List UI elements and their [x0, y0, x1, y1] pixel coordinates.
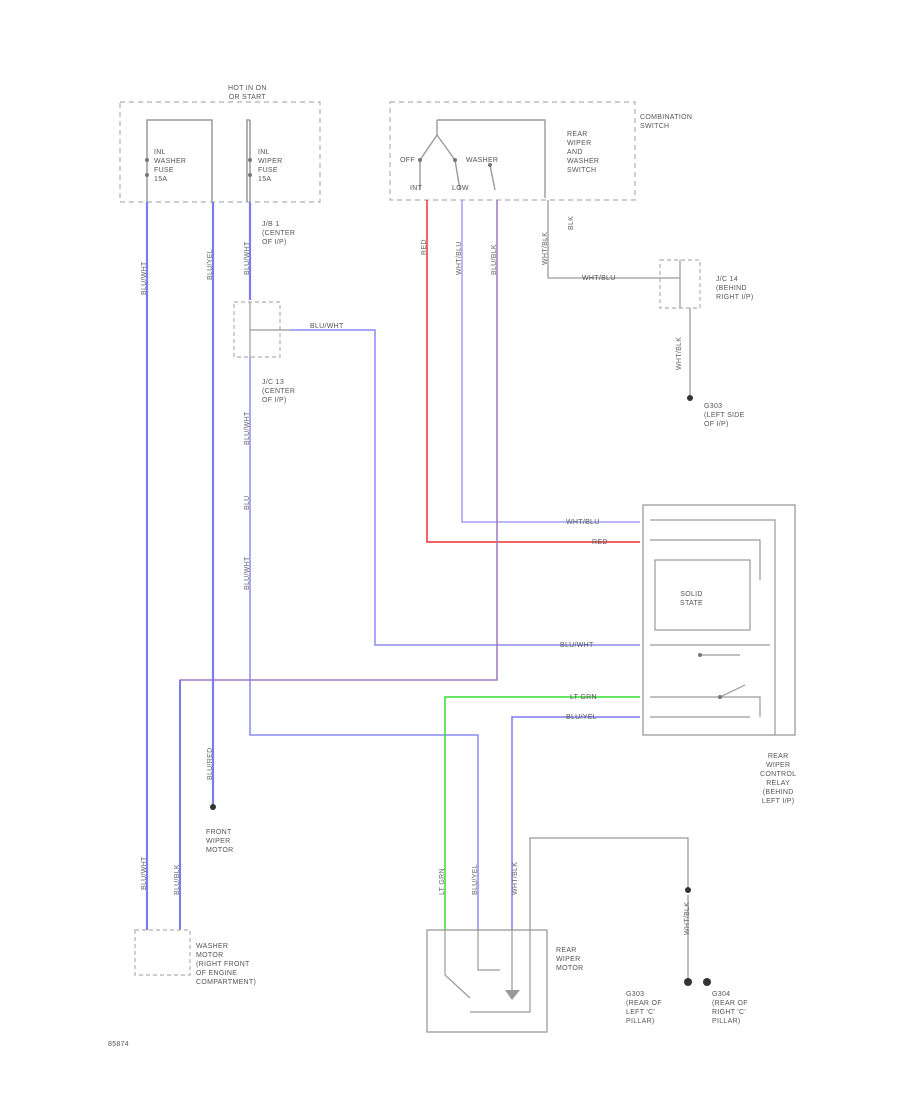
- wire-jc13-down: [249, 357, 479, 930]
- wire-label-blu-yel: BLU/YEL: [207, 249, 214, 280]
- wire-label-blu-blk: BLU/BLK: [491, 244, 498, 275]
- wire-wht-blk: [547, 200, 660, 279]
- wire-label-lt-grn: LT GRN: [439, 868, 446, 895]
- rear-wiper-relay-label: REAR WIPER CONTROL RELAY (BEHIND LEFT I/…: [760, 753, 797, 805]
- jc14-label: J/C 14 (BEHIND RIGHT I/P): [716, 276, 754, 301]
- ground-point-g303: [687, 395, 693, 401]
- fuse-box-label: HOT IN ON OR START: [228, 85, 267, 101]
- wire-label-blu-wht-relay: BLU/WHT: [560, 642, 594, 649]
- front-wiper-motor-terminal: [210, 804, 216, 810]
- wire-label-blu-red: BLU/RED: [207, 747, 214, 780]
- wire-label-red-relay: RED: [592, 539, 608, 546]
- wire-label-wht-blu: WHT/BLU: [456, 241, 463, 275]
- jb-center-label: J/B 1 (CENTER OF I/P): [262, 221, 296, 246]
- wire-purple: [179, 200, 498, 930]
- jc13-label: J/C 13 (CENTER OF I/P): [262, 379, 296, 404]
- washer-motor-connector: [134, 929, 191, 976]
- rear-wiper-motor-label: REAR WIPER MOTOR: [556, 947, 584, 972]
- switch-pos-off: OFF: [400, 157, 415, 164]
- wire-label-blu-wht-4: BLU/WHT: [244, 556, 251, 590]
- wire-label-wht-blu-relay: WHT/BLU: [566, 519, 600, 526]
- wire-label-blu-wht-1: BLU/WHT: [141, 261, 148, 295]
- rear-wiper-motor-box: [426, 929, 548, 1033]
- wire-label-blu-yel-relay: BLU/YEL: [566, 714, 597, 721]
- wire-label-lt-grn-relay: LT GRN: [570, 694, 597, 701]
- wire-label-wht-blk-3: WHT/BLK: [512, 861, 519, 895]
- wire-label-blu: BLU: [244, 495, 251, 510]
- solid-state-module: [654, 559, 751, 631]
- wire-label-wht-blu-h: WHT/BLU: [582, 275, 616, 282]
- wiper-fuse-label: INL WIPER FUSE 15A: [258, 149, 283, 183]
- front-wiper-motor-label: FRONT WIPER MOTOR: [206, 829, 234, 854]
- wire-label-wht-blk-ground: WHT/BLK: [684, 901, 691, 935]
- wire-label-blk: BLK: [568, 215, 575, 230]
- rear-wiper-relay-box: [642, 504, 796, 736]
- switch-pos-low: LOW: [452, 185, 469, 192]
- wire-label-red: RED: [421, 239, 428, 255]
- wire-label-blu-wht-2: BLU/WHT: [244, 241, 251, 275]
- wire-label-blu-wht-h: BLU/WHT: [310, 323, 344, 330]
- washer-fuse-label: INL WASHER FUSE 15A: [154, 149, 187, 183]
- wire-jc13-to-relay: [290, 329, 640, 646]
- ground-point-left-pillar: [684, 978, 692, 986]
- ground-point-right-pillar: [703, 978, 711, 986]
- wire-lt-grn: [444, 696, 640, 930]
- ground-left-side-label: G303 (LEFT SIDE OF I/P): [704, 403, 745, 428]
- ground-right-pillar-label: G304 (REAR OF RIGHT 'C' PILLAR): [712, 991, 748, 1025]
- wire-label-blu-yel-2: BLU/YEL: [472, 864, 479, 895]
- solid-state-label: SOLID STATE: [680, 591, 704, 607]
- wire-rear-ground: [529, 837, 689, 930]
- wire-blu-yel: [511, 716, 640, 930]
- switch-pos-washer: WASHER: [466, 157, 499, 164]
- rear-wiper-switch-label: REAR WIPER AND WASHER SWITCH: [567, 131, 600, 174]
- ground-left-pillar-label: G303 (REAR OF LEFT 'C' PILLAR): [626, 991, 662, 1025]
- wire-label-wht-blk-2: WHT/BLK: [676, 336, 683, 370]
- wire-wht-blu: [461, 200, 640, 523]
- wire-label-blu-wht-5: BLU/WHT: [141, 856, 148, 890]
- wire-label-blu-wht-3: BLU/WHT: [244, 411, 251, 445]
- diagram-id: 85874: [108, 1041, 129, 1048]
- wire-label-blu-blk-2: BLU/BLK: [174, 864, 181, 895]
- wire-label-wht-blk: WHT/BLK: [542, 231, 549, 265]
- wire-red: [426, 200, 640, 543]
- fuse-box-outline: [119, 101, 321, 203]
- rear-wiper-switch-contacts: [419, 119, 546, 198]
- combination-switch-label: COMBINATION SWITCH: [640, 114, 693, 130]
- washer-motor-label: WASHER MOTOR (RIGHT FRONT OF ENGINE COMP…: [196, 943, 257, 986]
- switch-pos-int: INT: [410, 185, 423, 192]
